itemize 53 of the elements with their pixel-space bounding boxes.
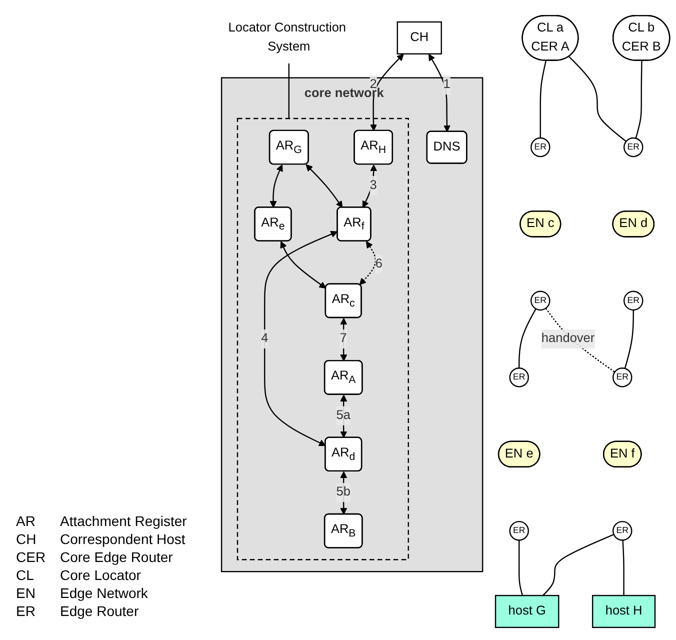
abbreviation-text: Correspondent Host [60, 530, 186, 548]
edge-label: 3 [370, 178, 377, 192]
connector [635, 60, 642, 139]
node-circle: ER [509, 521, 529, 541]
node-text: Locator Construction System [228, 21, 346, 54]
node-circle: ER [623, 290, 644, 311]
connector [518, 308, 536, 368]
abbreviation-text: CH [16, 530, 38, 548]
abbreviation-text: Attachment Register [60, 512, 188, 530]
connector [518, 540, 524, 596]
connector [624, 310, 634, 369]
abbreviation-text: Core Edge Router [60, 548, 174, 566]
abbreviation-text: EN [16, 584, 36, 602]
edge-label: 5b [336, 485, 350, 499]
arrow [270, 164, 283, 208]
abbreviation-text: Edge Router [60, 602, 140, 620]
edge-label: handover [541, 332, 595, 346]
cluster [236, 118, 409, 560]
connector [542, 534, 614, 596]
arrow [264, 231, 338, 446]
node-circle: ER [530, 137, 550, 158]
node-box: host G [494, 595, 560, 628]
abbreviation-text: Edge Network [60, 584, 149, 602]
node-circle: ER [623, 137, 644, 158]
node-box: CH [396, 21, 442, 55]
edge-label: 7 [340, 332, 347, 346]
edge-label: 6 [375, 257, 382, 271]
arrow [280, 241, 326, 289]
edge-label: 5a [336, 408, 350, 422]
arrow [340, 394, 348, 438]
abbreviation-text: ER [16, 602, 36, 620]
edge-label: 1 [443, 78, 450, 92]
abbreviation-text: Core Locator [60, 566, 142, 584]
edge-label: 2 [370, 78, 377, 92]
abbreviation-text: AR [16, 512, 36, 530]
abbreviation-text: CL [16, 566, 35, 584]
arrow [359, 241, 376, 286]
abbreviation-text: CER [16, 548, 47, 566]
node-circle: ER [612, 521, 632, 541]
connector [288, 64, 290, 119]
edge-label: 4 [261, 332, 268, 346]
connector [622, 540, 624, 596]
connector [540, 60, 547, 138]
arrow [428, 54, 450, 132]
arrow [362, 164, 378, 208]
node-circle: ER [612, 368, 632, 388]
node-circle: ER [509, 368, 529, 388]
arrow [370, 54, 404, 132]
arrow [306, 164, 343, 208]
node-circle: ER [530, 290, 550, 311]
arrow [340, 471, 348, 515]
node-box: host H [592, 595, 656, 628]
connector [568, 56, 626, 142]
